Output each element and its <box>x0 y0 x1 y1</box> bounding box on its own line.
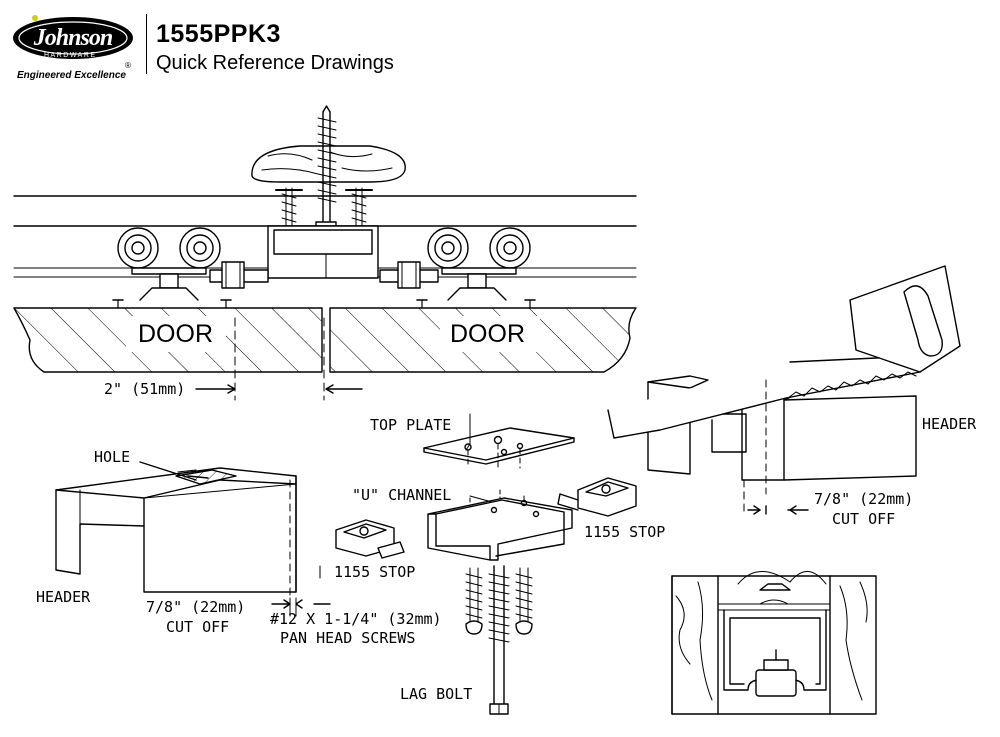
registered-mark: ® <box>125 61 131 70</box>
screws-and-lag-bolt <box>465 565 533 715</box>
stop-right-label: 1155 STOP <box>584 523 666 541</box>
hole-label: HOLE <box>94 448 131 466</box>
drawing-area: DOOR DOOR 2" (51mm) TOP PLATE "U" CHANNE… <box>0 80 1000 737</box>
right-roller-assembly <box>379 227 531 301</box>
technical-drawing <box>13 105 961 715</box>
left-header-view <box>55 461 331 617</box>
top-plate-label: TOP PLATE <box>370 416 452 434</box>
cutoff-left-text: CUT OFF <box>166 618 230 636</box>
saw-cutting-view <box>607 265 961 515</box>
johnson-hardware-logo: Johnson HARDWARE ® Engineered Excellence <box>8 8 138 81</box>
document-header: Johnson HARDWARE ® Engineered Excellence… <box>0 0 1000 81</box>
title-divider <box>146 14 147 74</box>
elevation-view <box>13 105 637 401</box>
header-right-label: HEADER <box>922 415 977 433</box>
screws-spec-line1: #12 X 1-1/4" (32mm) <box>270 610 442 628</box>
cutoff-right-dimension: 7/8" (22mm) <box>814 490 914 508</box>
screws-spec-line2: PAN HEAD SCREWS <box>280 629 416 647</box>
stop-parts <box>335 477 637 559</box>
logo-tagline: Engineered Excellence <box>17 70 126 81</box>
u-channel-label: "U" CHANNEL <box>352 486 452 504</box>
lag-bolt-part <box>493 565 505 707</box>
document-subtitle: Quick Reference Drawings <box>156 52 394 74</box>
stop-left-label: 1155 STOP <box>334 563 416 581</box>
lag-bolt-label: LAG BOLT <box>400 685 473 703</box>
cutoff-left-dimension: 7/8" (22mm) <box>146 598 246 616</box>
top-plate-exploded <box>423 427 575 471</box>
lag-bolt-elevation <box>315 105 337 231</box>
u-channel-part <box>427 489 573 561</box>
saw-handle <box>849 265 961 373</box>
section-view <box>671 571 877 715</box>
left-roller-assembly <box>117 227 269 301</box>
door-left-label: DOOR <box>138 320 213 348</box>
logo-brand-text: Johnson <box>33 25 113 51</box>
gap-dimension-label: 2" (51mm) <box>104 380 186 398</box>
header-left-label: HEADER <box>36 588 91 606</box>
door-right-label: DOOR <box>450 320 525 348</box>
part-number-title: 1555PPK3 <box>156 20 281 48</box>
logo-oval-icon <box>13 15 133 59</box>
logo-subtext: HARDWARE <box>44 52 97 59</box>
ceiling-wood-block <box>251 145 406 183</box>
cutoff-right-text: CUT OFF <box>832 510 896 528</box>
